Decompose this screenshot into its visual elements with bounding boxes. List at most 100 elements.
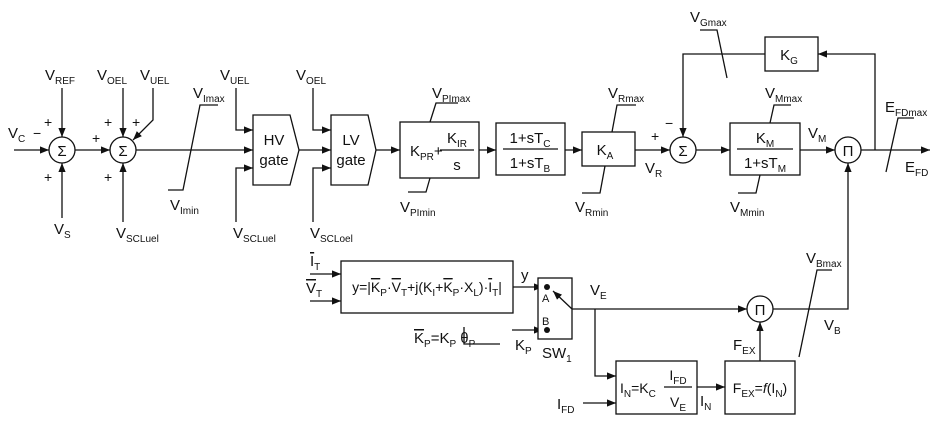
vscluel-gate-wire — [235, 164, 253, 222]
sign-plus: + — [651, 128, 659, 144]
label-vc: VC — [8, 125, 25, 145]
switch-contact-a — [544, 284, 550, 290]
lead-lag-den: 1+sTB — [510, 155, 551, 175]
label-vr: VR — [645, 160, 662, 180]
label-ve: VE — [590, 282, 607, 302]
label-ifd: IFD — [557, 396, 575, 416]
angle-symbol — [463, 327, 500, 345]
fex-block-label: FEX=f(IN) — [733, 380, 787, 400]
label-efdmax: EFDmax — [885, 99, 927, 119]
vm-min-limit — [738, 174, 761, 194]
label-vrmax: VRmax — [608, 85, 644, 105]
sign-plus: + — [104, 114, 112, 130]
sum-symbol-3: Σ — [678, 143, 687, 160]
label-in: IN — [700, 393, 711, 413]
pi-kpr: KPR+ — [410, 143, 443, 163]
in-block-den: VE — [670, 394, 686, 414]
vscloel-gate-wire — [312, 164, 331, 222]
ve-branch-wire — [594, 309, 616, 380]
label-vgmax: VGmax — [690, 9, 727, 29]
label-sw1: SW1 — [542, 345, 572, 365]
label-vbmax: VBmax — [806, 250, 842, 270]
vuel-wire — [132, 88, 154, 141]
label-kp-definition: KP=KP θP — [414, 330, 476, 350]
label-vb: VB — [824, 317, 841, 337]
vr-min-limit — [582, 165, 606, 194]
lead-lag-num: 1+sTC — [510, 130, 551, 150]
label-vuel-gate: VUEL — [220, 67, 250, 87]
efd-max-limit — [885, 117, 914, 173]
kg-feedback-wire — [679, 53, 765, 137]
switch-arm — [552, 290, 573, 310]
hv-gate-label: HV — [264, 132, 285, 149]
vpi-min-limit — [408, 177, 431, 193]
vb-max-limit — [798, 269, 832, 358]
sum-symbol-1: Σ — [57, 143, 66, 160]
label-vpimax: VPImax — [432, 85, 470, 105]
label-vmmin: VMmin — [730, 199, 764, 219]
label-vpimin: VPImin — [400, 199, 436, 219]
lv-gate-label: gate — [336, 152, 365, 169]
formula-text: y=|KP·VT+j(KI+KP·XL)·IT| — [352, 279, 502, 299]
label-y: y — [521, 267, 529, 284]
sign-plus: + — [44, 114, 52, 130]
label-voel: VOEL — [97, 67, 127, 87]
pi-s: s — [453, 157, 461, 174]
sign-plus: + — [104, 169, 112, 185]
vm-max-limit — [769, 104, 791, 124]
vg-max-limit — [700, 29, 728, 79]
label-vscluel-gate: VSCLuel — [233, 225, 276, 245]
product-symbol-2: Π — [755, 302, 766, 319]
hv-gate-block — [252, 114, 300, 186]
label-vs: VS — [54, 221, 71, 241]
voel-gate-wire — [312, 88, 331, 134]
label-vrmin: VRmin — [575, 199, 608, 219]
switch-contact-b — [544, 327, 550, 333]
product-symbol-1: Π — [843, 143, 854, 160]
label-kp: KP — [515, 337, 532, 357]
in-block-left: IN=KC — [620, 380, 656, 400]
efd-feedback-wire — [818, 50, 876, 150]
label-vref: VREF — [45, 67, 75, 87]
label-voel-gate: VOEL — [296, 67, 326, 87]
label-vuel: VUEL — [140, 67, 170, 87]
label-vimin: VImin — [170, 197, 199, 217]
ka-label: KA — [597, 142, 614, 162]
in-block-num: IFD — [669, 367, 686, 387]
sign-plus: + — [44, 169, 52, 185]
fex-block — [724, 360, 796, 415]
sign-plus: + — [92, 130, 100, 146]
switch-sw1 — [537, 277, 573, 340]
kg-block — [764, 36, 819, 72]
label-vscloel: VSCLoel — [310, 225, 353, 245]
sign-minus: − — [33, 125, 41, 141]
pi-kir: KIR — [447, 130, 467, 150]
ka-block — [581, 131, 636, 167]
vpi-max-limit — [429, 102, 458, 123]
kg-label: KG — [780, 47, 798, 67]
sum-symbol-2: Σ — [118, 143, 127, 160]
switch-a-label: A — [542, 293, 550, 305]
label-vmmax: VMmax — [765, 85, 802, 105]
label-vimax: VImax — [193, 85, 225, 105]
sign-minus: − — [665, 115, 673, 131]
vi-limiter — [168, 104, 218, 191]
label-fex: FEX — [733, 337, 756, 357]
label-vscluel: VSCLuel — [116, 225, 159, 245]
vuel-gate-wire — [235, 88, 253, 134]
sign-plus: + — [132, 114, 140, 130]
label-vt: VT — [306, 280, 322, 300]
hv-gate-label: gate — [259, 152, 288, 169]
lv-gate-label: LV — [342, 132, 359, 149]
label-efd: EFD — [905, 159, 928, 179]
potential-source-block — [340, 260, 514, 314]
vb-wire — [773, 163, 852, 310]
label-vm: VM — [808, 125, 826, 145]
km-num: KM — [756, 130, 774, 150]
km-den: 1+sTM — [744, 155, 786, 175]
vr-max-limit — [611, 104, 636, 133]
label-it: IT — [310, 253, 320, 273]
lv-gate-block — [330, 114, 377, 186]
switch-b-label: B — [542, 316, 549, 328]
